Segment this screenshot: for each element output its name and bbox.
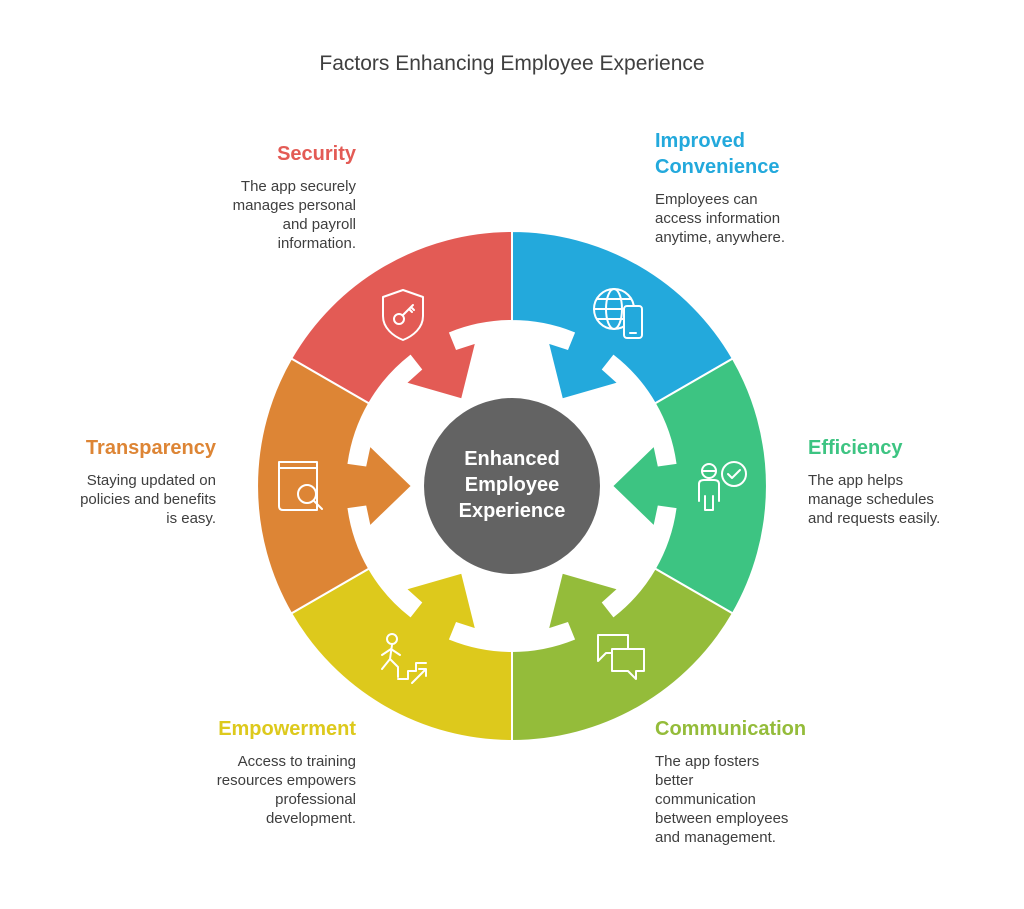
globe-phone-icon — [593, 288, 643, 339]
description-line: and payroll — [282, 216, 356, 233]
description-line: Employees can — [655, 191, 758, 208]
description-line: anytime, anywhere. — [655, 229, 786, 246]
book-search-icon — [278, 461, 323, 511]
description-line: manage schedules — [808, 491, 934, 508]
description-line: The app fosters — [655, 753, 760, 770]
empowerment-description: Access to training resources empowers pr… — [56, 752, 356, 828]
description-line: The app helps — [808, 472, 904, 489]
description-line: resources empowers — [216, 772, 356, 789]
description-line: professional — [275, 791, 356, 808]
segment-transparency — [256, 357, 414, 615]
transparency-description: Staying updated on policies and benefits… — [0, 471, 216, 528]
description-line: Access to training — [237, 753, 356, 770]
convenience-title: Improved Convenience — [655, 128, 955, 180]
description-line: between employees — [655, 810, 789, 827]
description-line: The app securely — [240, 178, 356, 195]
center-label-line: Experience — [458, 500, 566, 522]
shield-key-icon — [382, 289, 424, 341]
empowerment-label: Empowerment Access to training resources… — [56, 716, 356, 828]
communication-title: Communication — [655, 718, 807, 740]
communication-description: The app fosters better communication bet… — [655, 752, 955, 847]
person-check-icon — [698, 461, 747, 511]
description-line: manages personal — [232, 197, 356, 214]
efficiency-label: Efficiency The app helps manage schedule… — [808, 435, 1008, 528]
title-line: Improved — [655, 130, 746, 152]
center-label: Enhanced Employee Experience — [425, 446, 599, 524]
security-title: Security — [277, 143, 356, 165]
description-line: information. — [277, 235, 356, 252]
efficiency-description: The app helps manage schedules and reque… — [808, 471, 1008, 528]
center-circle — [424, 398, 600, 574]
description-line: Staying updated on — [86, 472, 216, 489]
segment-efficiency — [610, 357, 768, 615]
diagram-title: Factors Enhancing Employee Experience — [319, 52, 705, 75]
communication-label: Communication The app fosters better com… — [655, 716, 955, 847]
empowerment-title: Empowerment — [218, 718, 356, 740]
description-line: development. — [265, 810, 356, 827]
convenience-label: Improved Convenience Employees can acces… — [655, 128, 955, 247]
description-line: is easy. — [166, 510, 216, 527]
transparency-title: Transparency — [85, 437, 216, 459]
efficiency-title: Efficiency — [808, 437, 903, 459]
description-line: communication — [655, 791, 756, 808]
description-line: policies and benefits — [80, 491, 216, 508]
transparency-label: Transparency Staying updated on policies… — [0, 435, 216, 528]
chat-bubbles-icon — [597, 634, 645, 680]
center-label-line: Employee — [464, 474, 560, 496]
security-description: The app securely manages personal and pa… — [56, 177, 356, 253]
description-line: better — [655, 772, 694, 789]
center-label-line: Enhanced — [464, 448, 560, 470]
security-label: Security The app securely manages person… — [56, 141, 356, 253]
convenience-description: Employees can access information anytime… — [655, 190, 955, 247]
description-line: and management. — [655, 829, 776, 846]
climbing-stairs-icon — [381, 633, 427, 684]
description-line: access information — [655, 210, 781, 227]
title-line: Convenience — [655, 156, 780, 178]
description-line: and requests easily. — [808, 510, 941, 527]
